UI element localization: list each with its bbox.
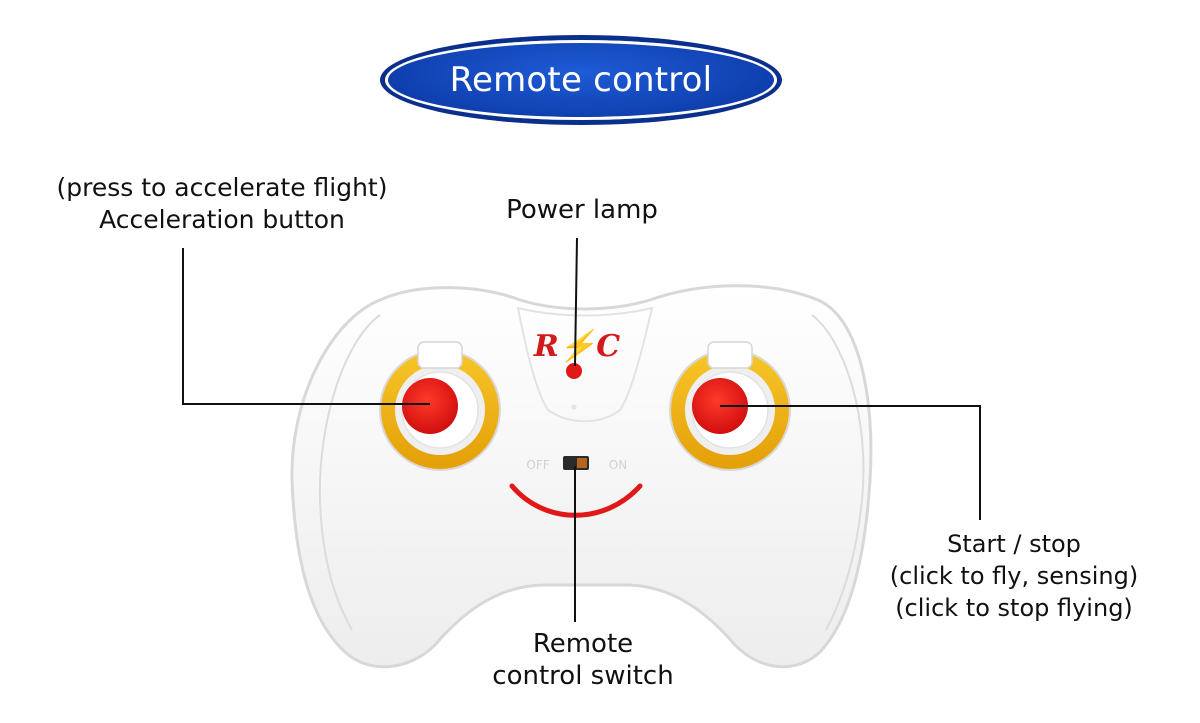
rc-logo: R⚡C bbox=[533, 328, 620, 364]
body-center-panel bbox=[516, 306, 654, 423]
right-stick bbox=[669, 341, 791, 471]
acceleration-label: (press to accelerate flight) Acceleratio… bbox=[50, 172, 394, 236]
leader-acceleration bbox=[182, 248, 430, 405]
left-stick bbox=[379, 341, 501, 471]
leader-power-lamp bbox=[574, 237, 578, 367]
title-banner: Remote control bbox=[385, 40, 777, 120]
switch-label-line1: Remote bbox=[532, 629, 634, 659]
switch-label: Remote control switch bbox=[472, 628, 694, 692]
start-stop-label-line1: Start / stop bbox=[947, 530, 1081, 558]
power-lamp-label: Power lamp bbox=[506, 195, 658, 225]
acceleration-button[interactable] bbox=[402, 378, 458, 434]
acceleration-label-line2: Acceleration button bbox=[99, 205, 345, 234]
switch-off-label: OFF bbox=[526, 458, 549, 472]
body-contour-left bbox=[318, 314, 381, 631]
power-lamp bbox=[566, 363, 582, 379]
acceleration-label-line1: (press to accelerate flight) bbox=[56, 173, 388, 202]
start-stop-label-line3: (click to stop flying) bbox=[895, 594, 1133, 622]
start-stop-label-line2: (click to fly, sensing) bbox=[889, 562, 1139, 590]
switch-label-line2: control switch bbox=[492, 661, 674, 691]
lamp-dot bbox=[571, 404, 577, 410]
power-switch-knob bbox=[577, 458, 587, 468]
switch-on-label: ON bbox=[609, 458, 627, 472]
body-contour-right bbox=[811, 314, 865, 631]
leader-start-stop bbox=[720, 405, 981, 520]
start-stop-label: Start / stop (click to fly, sensing) (cl… bbox=[872, 528, 1156, 624]
diagram-title: Remote control bbox=[449, 60, 713, 100]
